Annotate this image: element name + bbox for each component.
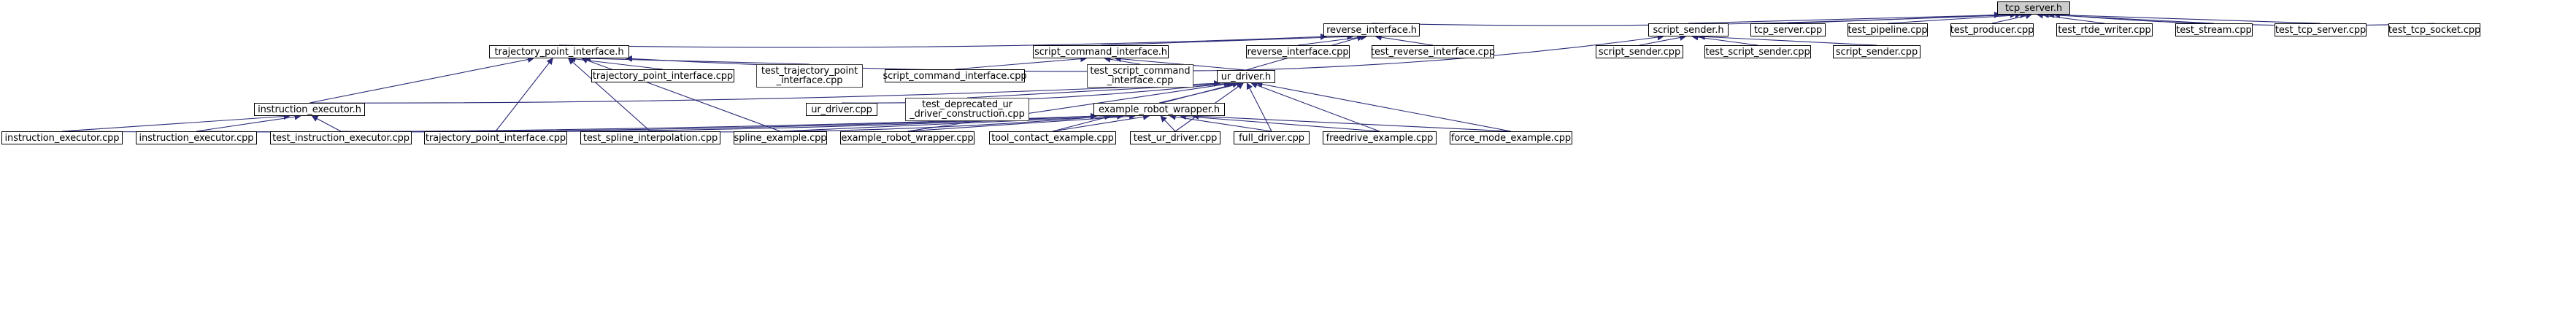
graph-edge	[1169, 113, 1272, 132]
graph-edge	[1100, 33, 1354, 46]
graph-node-tcp-server-cpp[interactable]: tcp_server.cpp	[1750, 23, 1826, 36]
graph-node-test-deprecated-ur-driver-construction-cpp[interactable]: test_deprecated_ur _driver_construction.…	[905, 98, 1029, 121]
graph-edge	[1256, 81, 1512, 132]
graph-edge	[495, 58, 553, 132]
graph-edge	[780, 112, 1124, 132]
graph-edge	[954, 55, 1088, 70]
graph-node-test-reverse-interface-cpp[interactable]: test_reverse_interface.cpp	[1371, 45, 1495, 58]
graph-node-test-instruction-executor-cpp[interactable]: test_instruction_executor.cpp	[270, 131, 412, 144]
graph-node-full-driver-cpp[interactable]: full_driver.cpp	[1234, 131, 1310, 144]
graph-node-test-tcp-socket-cpp[interactable]: test_tcp_socket.cpp	[2388, 23, 2481, 36]
graph-node-tcp-server-h[interactable]: tcp_server.h	[1997, 1, 2070, 15]
graph-edge	[1192, 112, 1512, 132]
graph-edge	[568, 58, 651, 132]
graph-node-trajectory-point-interface-h[interactable]: trajectory_point_interface.h	[489, 45, 629, 58]
graph-edge	[584, 55, 810, 65]
graph-edge	[1104, 55, 1141, 65]
graph-node-script-command-interface-cpp[interactable]: script_command_interface.cpp	[883, 69, 1027, 82]
graph-node-tool-contact-example-cpp[interactable]: tool_contact_example.cpp	[989, 131, 1116, 144]
graph-edge	[196, 113, 301, 132]
graph-node-test-script-sender-cpp[interactable]: test_script_sender.cpp	[1704, 45, 1811, 58]
graph-node-test-ur-driver-cpp[interactable]: test_ur_driver.cpp	[1130, 131, 1220, 144]
graph-edge	[1698, 33, 1877, 46]
graph-node-test-producer-cpp[interactable]: test_producer.cpp	[1950, 23, 2034, 36]
graph-edge	[1052, 113, 1150, 132]
graph-edge	[311, 115, 342, 132]
graph-node-test-tcp-server-cpp[interactable]: test_tcp_server.cpp	[2275, 23, 2367, 36]
graph-edge	[558, 33, 1327, 48]
graph-node-test-spline-interpolation-cpp[interactable]: test_spline_interpolation.cpp	[580, 131, 720, 144]
graph-edge	[1374, 34, 1434, 46]
graph-edge	[1179, 113, 1380, 132]
graph-node-test-rtde-writer-cpp[interactable]: test_rtde_writer.cpp	[2056, 23, 2153, 36]
graph-node-test-stream-cpp[interactable]: test_stream.cpp	[2175, 23, 2253, 36]
graph-node-ur-driver-cpp[interactable]: ur_driver.cpp	[806, 103, 877, 116]
graph-node-script-sender-cpp[interactable]: script_sender.cpp	[1596, 45, 1683, 58]
graph-node-example-robot-wrapper-h[interactable]: example_robot_wrapper.h	[1093, 103, 1225, 116]
graph-node-reverse-interface-h[interactable]: reverse_interface.h	[1323, 23, 1420, 36]
graph-edge	[1246, 82, 1272, 132]
graph-node-test-trajectory-point-interface-cpp[interactable]: test_trajectory_point _interface.cpp	[756, 64, 863, 88]
graph-node-instruction-executor-h[interactable]: instruction_executor.h	[254, 103, 365, 116]
graph-node-freedrive-example-cpp[interactable]: freedrive_example.cpp	[1323, 131, 1437, 144]
graph-node-script-command-interface-h[interactable]: script_command_interface.h	[1033, 45, 1169, 58]
graph-edge	[841, 80, 1231, 104]
graph-edge	[1887, 12, 2027, 24]
graph-node-example-robot-wrapper-cpp[interactable]: example_robot_wrapper.cpp	[840, 131, 974, 144]
graph-edge	[309, 56, 535, 104]
graph-node-script-sender-h[interactable]: script_sender.h	[1648, 23, 1729, 36]
graph-edge	[1160, 115, 1176, 132]
graph-edge	[1245, 34, 1664, 71]
graph-node-script-sender-cpp-2[interactable]: script_sender.cpp	[1833, 45, 1921, 58]
graph-edge	[1991, 12, 2033, 24]
graph-edge	[569, 55, 664, 70]
graph-edge	[1788, 11, 2022, 24]
graph-edge	[1688, 11, 2017, 24]
graph-node-test-pipeline-cpp[interactable]: test_pipeline.cpp	[1848, 23, 1928, 36]
graph-node-ur-driver-h[interactable]: ur_driver.h	[1217, 70, 1275, 83]
graph-edge	[2048, 11, 2321, 24]
graph-edge	[309, 80, 1220, 104]
graph-node-trajectory-point-interface-cpp-2[interactable]: trajectory_point_interface.cpp	[424, 131, 567, 144]
graph-node-reverse-interface-cpp[interactable]: reverse_interface.cpp	[1246, 45, 1350, 58]
graph-edge	[61, 113, 291, 132]
graph-node-spline-example-cpp[interactable]: spline_example.cpp	[734, 131, 827, 144]
graph-edge	[966, 80, 1236, 98]
graph-node-trajectory-point-interface-cpp[interactable]: trajectory_point_interface.cpp	[591, 69, 734, 82]
graph-node-test-script-command-interface-cpp[interactable]: test_script_command _interface.cpp	[1087, 64, 1193, 88]
graph-edge	[1639, 34, 1687, 46]
graph-node-instruction-executor-cpp[interactable]: instruction_executor.cpp	[1, 131, 123, 144]
graph-edge	[907, 80, 1234, 132]
graph-edge	[1250, 82, 1380, 132]
graph-node-instruction-executor-cpp-2[interactable]: instruction_executor.cpp	[136, 131, 257, 144]
graph-edge	[581, 57, 781, 132]
graph-node-force-mode-example-cpp[interactable]: force_mode_example.cpp	[1450, 131, 1572, 144]
